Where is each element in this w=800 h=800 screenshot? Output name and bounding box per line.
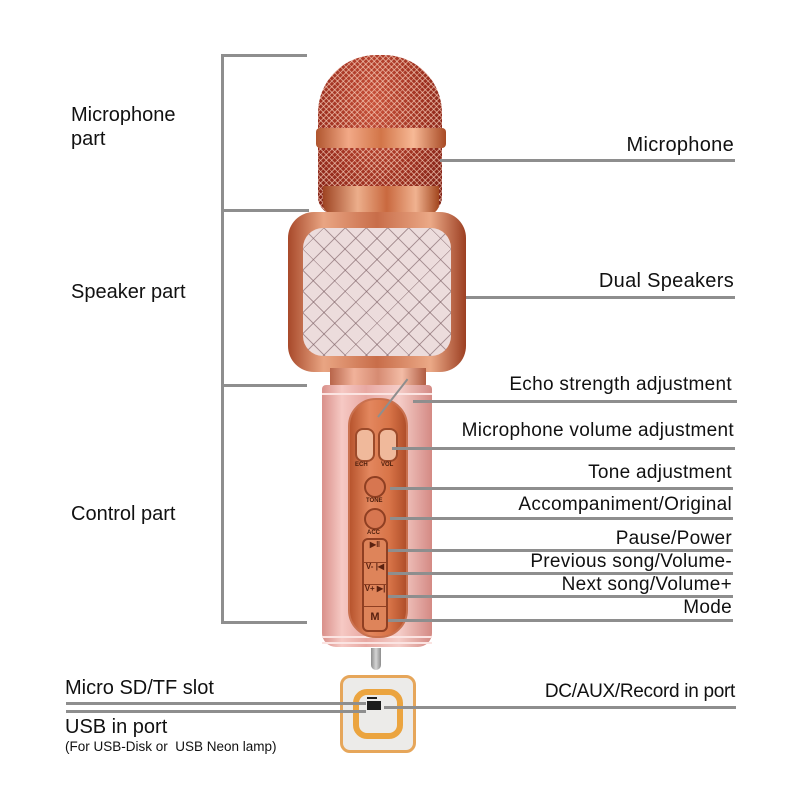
callout-microphone: Microphone [626,134,734,156]
callout-dual-speakers: Dual Speakers [598,270,734,292]
label-usb-note: (For USB-Disk or USB Neon lamp) [65,739,277,754]
handle-ring [322,393,432,395]
echo-slider[interactable] [355,428,375,462]
callout-tone: Tone adjustment [588,462,732,483]
acc-button[interactable] [364,508,386,530]
connector-pin [371,648,381,670]
bracket-tick-bottom [221,621,307,624]
section-bracket-vertical [221,54,224,623]
tone-label: TONE [366,498,383,504]
callout-dc-aux: DC/AUX/Record in port [544,681,735,702]
line-sd-slot [66,702,366,705]
speaker-grille [303,228,451,356]
bracket-tick-top [221,54,307,57]
callout-previous: Previous song/Volume- [530,551,732,572]
callout-accompaniment: Accompaniment/Original [518,494,732,515]
port-closeup-ring [353,689,403,739]
section-label-microphone-part: Microphone part [71,104,176,150]
section-label-control-part: Control part [71,503,176,525]
callout-line-pause-power [388,549,733,552]
section-label-speaker-part: Speaker part [71,281,186,303]
callout-next: Next song/Volume+ [561,574,732,595]
callout-line-echo [413,400,737,403]
vol-label: VOL [381,462,394,468]
volume-slider[interactable] [378,428,398,462]
mode-button[interactable]: M [370,611,380,623]
callout-pause-power: Pause/Power [615,528,732,549]
callout-line-previous [388,572,733,575]
line-usb-port [66,710,366,713]
label-sd-slot: Micro SD/TF slot [65,677,214,699]
callout-line-mic-volume [392,447,735,450]
callout-line-tone [390,487,733,490]
callout-line-microphone [440,159,735,162]
play-pause-button[interactable]: ▶‖ [364,540,386,563]
tone-button[interactable] [364,476,386,498]
sd-slot-icon [367,697,377,699]
callout-line-dc-aux [384,706,736,709]
mic-collar [323,186,439,214]
callout-line-next [388,595,733,598]
label-usb-port: USB in port [65,716,168,738]
usb-port-icon [367,701,381,710]
prev-volume-down-button[interactable]: V- |◀ [364,562,386,585]
bracket-tick-mic-speaker [221,209,309,212]
next-volume-up-button[interactable]: V+ ▶| [364,584,386,607]
callout-line-dual-speakers [466,296,735,299]
ech-label: ECH [355,462,368,468]
button-strip: ▶‖ V- |◀ V+ ▶| M [362,538,388,632]
mic-ring [316,128,446,148]
callout-mode: Mode [683,597,732,618]
callout-echo: Echo strength adjustment [509,374,732,395]
bracket-tick-speaker-control [221,384,307,387]
callout-line-mode [388,619,733,622]
handle-ring [322,642,432,644]
callout-line-accompaniment [390,517,733,520]
acc-label: ACC [367,530,380,536]
callout-mic-volume: Microphone volume adjustment [461,420,734,441]
